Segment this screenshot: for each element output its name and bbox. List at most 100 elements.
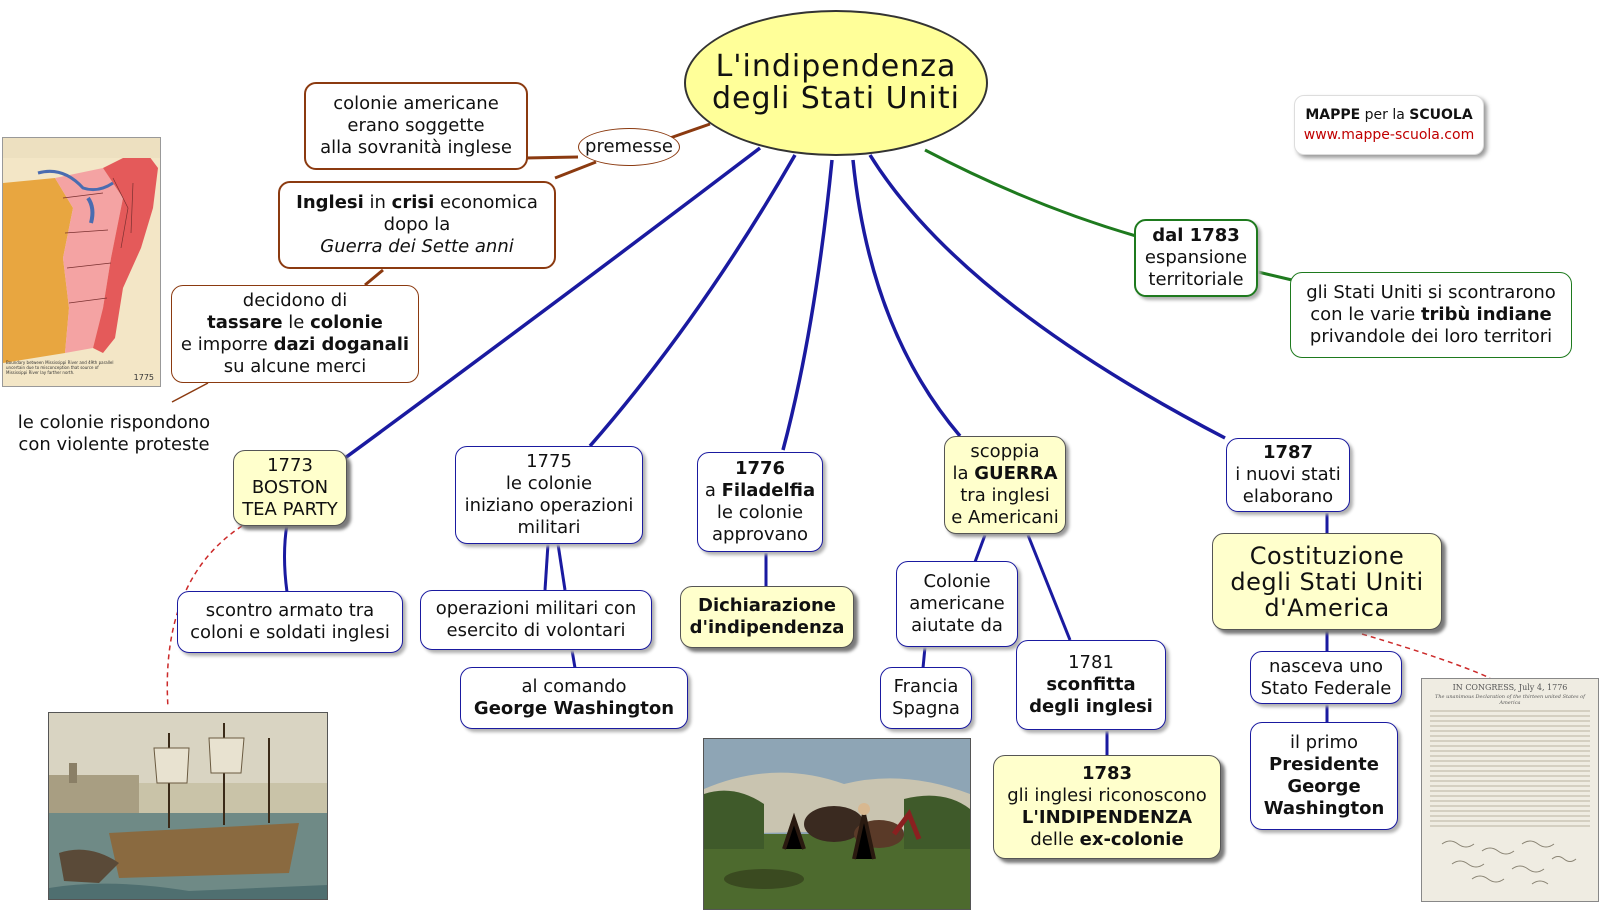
text-line: erano soggette xyxy=(347,115,485,136)
text-delle: delle xyxy=(1030,829,1080,850)
bold-line: Washington xyxy=(1263,798,1385,819)
bold-line: degli inglesi xyxy=(1029,696,1153,717)
espansione-node: dal 1783 espansione territoriale xyxy=(1134,219,1258,297)
map-year: 1775 xyxy=(133,373,154,382)
text-line: delle ex-colonie xyxy=(1030,829,1183,851)
bold-tassare: tassare xyxy=(207,312,283,333)
colonie-soggette-node: colonie americane erano soggette alla so… xyxy=(304,82,528,170)
bold-inglesi: Inglesi xyxy=(296,192,364,213)
bold-crisi: crisi xyxy=(391,192,435,213)
text-line: americane xyxy=(909,593,1005,614)
text-line: colonie americane xyxy=(333,93,499,114)
sconfitta-1781-node: 1781 sconfitta degli inglesi xyxy=(1016,640,1166,730)
bold-year: 1783 xyxy=(1081,763,1133,784)
logo-text: MAPPE per la SCUOLA xyxy=(1305,105,1472,125)
text-line: la GUERRA xyxy=(952,463,1057,485)
colonies-map-image: Boundary between Mississippi River and 4… xyxy=(2,137,161,387)
text-line: scontro armato tra xyxy=(205,600,375,621)
text-line: gli Stati Uniti si scontrarono xyxy=(1306,282,1556,303)
title-line-2: degli Stati Uniti xyxy=(712,81,960,116)
site-logo[interactable]: MAPPE per la SCUOLA www.mappe-scuola.com xyxy=(1294,95,1484,155)
costituzione-node: Costituzione degli Stati Uniti d'America xyxy=(1212,533,1442,630)
link-1787 xyxy=(868,154,1226,440)
logo-url[interactable]: www.mappe-scuola.com xyxy=(1303,127,1475,143)
link-guerra xyxy=(851,159,962,438)
scontro-node: scontro armato tra coloni e soldati ingl… xyxy=(177,591,403,653)
text-line: 1773 xyxy=(267,455,313,476)
bold-year: 1787 xyxy=(1262,442,1314,463)
map-caption: Boundary between Mississippi River and 4… xyxy=(6,360,114,375)
bold-line: George Washington xyxy=(473,698,675,719)
bold-guerra: GUERRA xyxy=(974,463,1058,484)
text-line: coloni e soldati inglesi xyxy=(190,622,390,643)
link-espansione xyxy=(924,148,1137,238)
text-line: BOSTON xyxy=(251,477,329,498)
text-line: aiutate da xyxy=(911,615,1003,636)
text-line: operazioni militari con xyxy=(435,598,637,619)
text-a: a xyxy=(704,480,722,501)
bold-line: George xyxy=(1287,776,1361,797)
text-line: le colonie xyxy=(716,502,804,523)
text-line: con violente proteste xyxy=(18,434,210,455)
riconoscono-1783-node: 1783 gli inglesi riconoscono L'INDIPENDE… xyxy=(993,755,1221,859)
francia-spagna-node: Francia Spagna xyxy=(880,667,972,729)
dichiarazione-node: Dichiarazione d'indipendenza xyxy=(680,586,854,648)
guerra-node: scoppia la GUERRA tra inglesi e American… xyxy=(944,436,1066,534)
text-in: in xyxy=(363,192,392,213)
proteste-text: le colonie rispondono con violente prote… xyxy=(8,410,220,458)
text-line: Colonie xyxy=(923,571,991,592)
text-line: privandole dei loro territori xyxy=(1309,326,1553,347)
link-premesse xyxy=(669,122,711,140)
stato-federale-node: nasceva uno Stato Federale xyxy=(1250,651,1402,704)
text-la: la xyxy=(952,463,975,484)
boston-tea-party-image xyxy=(48,712,328,900)
bold-line: Presidente xyxy=(1269,754,1379,775)
text-line: Dichiarazione xyxy=(698,595,836,616)
volontari-node: operazioni militari con esercito di volo… xyxy=(420,590,652,650)
text-line: su alcune merci xyxy=(223,356,367,377)
text-line: e imporre dazi doganali xyxy=(181,334,409,356)
link-1775 xyxy=(588,154,797,448)
filadelfia-node: 1776 a Filadelfia le colonie approvano xyxy=(697,452,823,552)
bold-line: sconfitta xyxy=(1046,674,1136,695)
text-line: dopo la xyxy=(383,214,451,235)
text-line: scoppia xyxy=(970,441,1040,462)
bold-city: Filadelfia xyxy=(721,480,816,501)
text-line: e Americani xyxy=(951,507,1059,528)
text-line: i nuovi stati xyxy=(1235,464,1341,485)
text-line-italic: Guerra dei Sette anni xyxy=(320,236,514,257)
text-line: tra inglesi xyxy=(960,485,1050,506)
text-line: d'America xyxy=(1264,593,1390,622)
text-line: Spagna xyxy=(892,698,960,719)
text-line: decidono di xyxy=(242,290,348,311)
boston-tea-party-node: 1773 BOSTON TEA PARTY xyxy=(233,450,347,526)
bold-ex: ex-colonie xyxy=(1079,829,1184,850)
text-line: iniziano operazioni xyxy=(464,495,634,516)
text-line: al comando xyxy=(521,676,627,697)
logo-scuola: SCUOLA xyxy=(1409,107,1473,123)
text-line: a Filadelfia xyxy=(705,480,815,502)
text-line: il primo xyxy=(1289,732,1359,753)
text-line: Stato Federale xyxy=(1260,677,1392,699)
document-subheading: The unanimous Declaration of the thirtee… xyxy=(1435,694,1585,706)
text-line: nasceva uno xyxy=(1268,655,1384,677)
text-line: Inglesi in crisi economica xyxy=(296,192,538,214)
link-1776 xyxy=(781,159,834,451)
bold-line: L'INDIPENDENZA xyxy=(1021,807,1193,828)
stati-1787-node: 1787 i nuovi stati elaborano xyxy=(1226,438,1350,512)
document-heading: IN CONGRESS, July 4, 1776 xyxy=(1452,683,1568,692)
decidono-node: decidono di tassare le colonie e imporre… xyxy=(171,285,419,383)
text-con: con le varie xyxy=(1310,304,1421,325)
text-economica: economica xyxy=(434,192,538,213)
text-line: approvano xyxy=(711,524,808,545)
text-line: con le varie tribù indiane xyxy=(1310,304,1552,326)
link-boston-scontro xyxy=(283,523,289,593)
text-line: esercito di volontari xyxy=(446,620,626,641)
text-line: Francia xyxy=(893,676,959,697)
premesse-node: premesse xyxy=(578,128,680,166)
text-line: le colonie rispondono xyxy=(17,412,211,433)
logo-per-la: per la xyxy=(1360,107,1410,123)
bold-year: 1776 xyxy=(734,458,786,479)
main-title: L'indipendenza degli Stati Uniti xyxy=(684,10,988,156)
bold-dazi: dazi doganali xyxy=(273,334,410,355)
